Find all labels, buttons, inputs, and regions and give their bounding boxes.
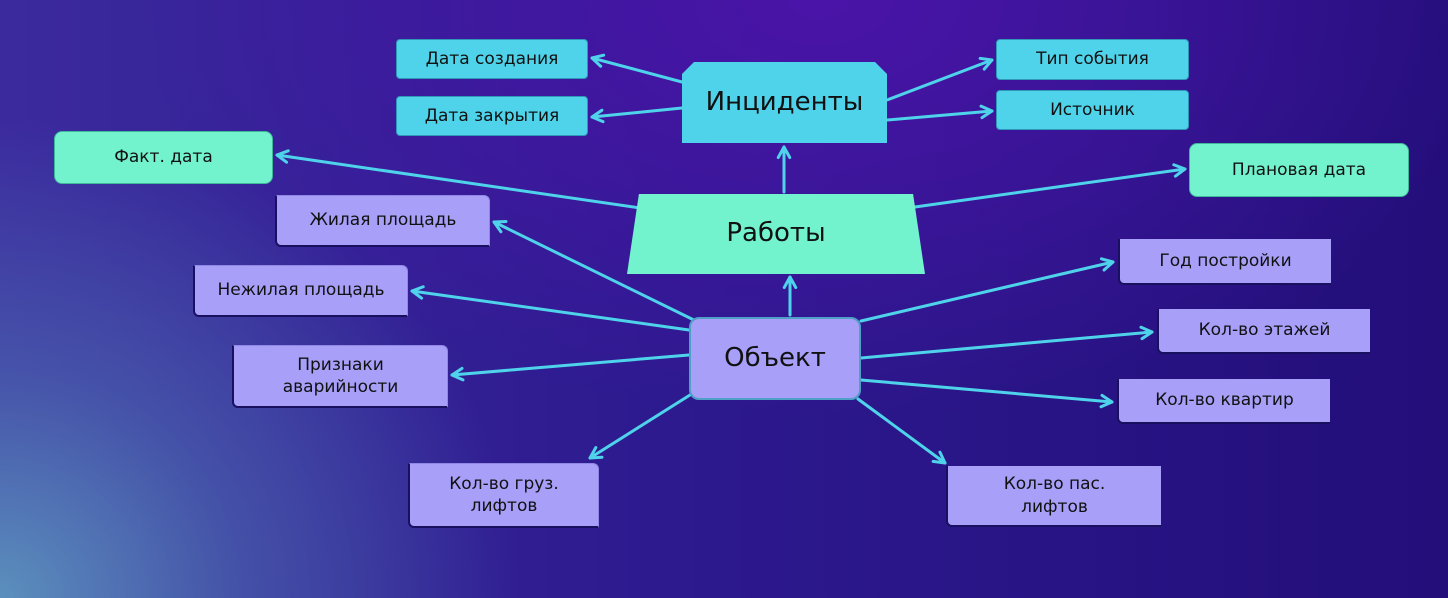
node-build-year-label: Год постройки [1159,250,1292,271]
node-planned-date[interactable]: Плановая дата [1189,143,1409,197]
edge-object-passenger-lifts [856,397,947,465]
node-apartments[interactable]: Кол-во квартир [1117,379,1330,424]
edge-object-apartments [859,378,1114,409]
node-freight-lifts[interactable]: Кол-во груз. лифтов [408,463,599,528]
node-creation-date-label: Дата создания [425,48,559,69]
node-passenger-lifts-label: Кол-во пас. лифтов [1003,474,1106,517]
node-floors[interactable]: Кол-во этажей [1157,309,1370,354]
node-event-type[interactable]: Тип события [996,39,1189,80]
node-closing-date[interactable]: Дата закрытия [396,96,588,136]
edge-works-actual-date [275,149,642,210]
node-living-area-label: Жилая площадь [309,210,457,231]
node-freight-lifts-label: Кол-во груз. лифтов [449,473,559,516]
node-actual-date-label: Факт. дата [114,147,213,168]
edge-incidents-creation-date [590,53,684,84]
node-actual-date[interactable]: Факт. дата [54,131,273,184]
edge-object-non-living-area [410,285,691,332]
node-emergency-signs[interactable]: Признаки аварийности [232,345,448,408]
node-floors-label: Кол-во этажей [1198,320,1331,341]
node-creation-date[interactable]: Дата создания [396,39,588,79]
edge-works-incidents [776,145,792,194]
node-non-living-area[interactable]: Нежилая площадь [193,265,408,317]
node-works-label: Работы [726,218,826,249]
node-build-year[interactable]: Год постройки [1118,239,1331,285]
node-object[interactable]: Объект [689,317,861,400]
node-planned-date-label: Плановая дата [1231,159,1367,180]
node-emergency-signs-label: Признаки аварийности [282,354,399,397]
node-object-label: Объект [724,342,826,373]
node-passenger-lifts[interactable]: Кол-во пас. лифтов [946,466,1161,527]
edge-object-freight-lifts [588,393,692,460]
edge-incidents-source [885,104,994,122]
edge-incidents-closing-date [590,106,684,124]
node-non-living-area-label: Нежилая площадь [217,280,385,301]
node-incidents[interactable]: Инциденты [682,62,887,143]
edge-works-planned-date [913,163,1187,209]
edge-object-floors [859,325,1154,360]
node-closing-date-label: Дата закрытия [424,105,560,126]
node-incidents-label: Инциденты [705,86,864,117]
node-source[interactable]: Источник [996,90,1189,130]
node-event-type-label: Тип события [1036,49,1149,70]
edge-object-works [782,275,798,317]
node-apartments-label: Кол-во квартир [1155,390,1294,411]
edge-object-living-area [492,219,702,325]
node-source-label: Источник [1050,99,1135,120]
node-living-area[interactable]: Жилая площадь [275,195,490,247]
node-works[interactable]: Работы [627,194,925,274]
edge-incidents-event-type [885,56,994,102]
edge-object-emergency-signs [450,353,691,382]
edge-object-build-year [859,257,1115,323]
